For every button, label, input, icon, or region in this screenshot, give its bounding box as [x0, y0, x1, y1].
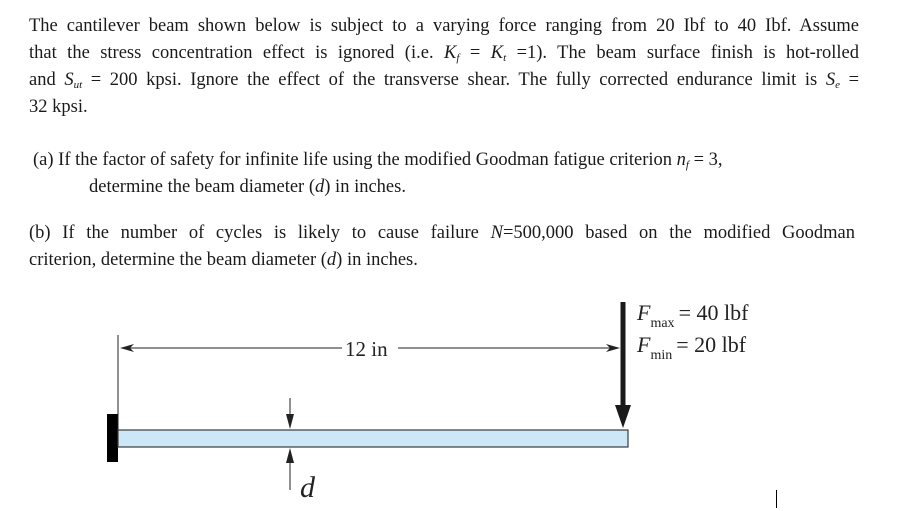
text: = 200 kpsi. Ignore the effect of the tra…	[82, 70, 826, 90]
text: =1). The beam surface finish is hot-roll…	[506, 43, 859, 63]
kf-subscript: f	[456, 52, 460, 64]
intro-line-2: that the stress concentration effect is …	[29, 40, 859, 67]
part-b-line-2: criterion, determine the beam diameter (…	[29, 247, 855, 274]
diameter-arrow-up-icon	[286, 448, 294, 463]
text: and	[29, 70, 65, 90]
length-label: 12 in	[345, 337, 388, 361]
force-arrowhead-icon	[615, 405, 631, 428]
sut-subscript: ut	[73, 79, 83, 91]
d-symbol: d	[326, 250, 337, 270]
text: ) in inches.	[324, 177, 406, 197]
intro-line-3: and Sut = 200 kpsi. Ignore the effect of…	[29, 67, 859, 94]
problem-statement: The cantilever beam shown below is subje…	[29, 13, 859, 121]
fmax-symbol: F	[636, 300, 651, 325]
text: =	[459, 43, 491, 63]
fmin-subscript: min	[650, 348, 672, 363]
fmax-label: Fmax = 40 lbf	[636, 300, 749, 331]
part-b: (b) If the number of cycles is likely to…	[29, 220, 855, 274]
arrowhead-left-icon	[120, 344, 134, 352]
text: that the stress concentration effect is …	[29, 43, 445, 63]
text: =500,000 based on the modified Goodman	[502, 223, 855, 243]
n-symbol: N	[490, 223, 503, 243]
text: ) in inches.	[336, 250, 418, 270]
part-b-line-1: (b) If the number of cycles is likely to…	[29, 220, 855, 247]
sut-symbol: S	[64, 70, 74, 90]
text: (a) If the factor of safety for infinite…	[33, 150, 677, 170]
text: criterion, determine the beam diameter (	[29, 250, 327, 270]
fmin-symbol: F	[636, 332, 651, 357]
text: = 3,	[688, 150, 723, 170]
kf-symbol: K	[444, 43, 457, 63]
text: =	[839, 70, 860, 90]
diameter-label: d	[300, 471, 316, 504]
fmin-label: Fmin = 20 lbf	[636, 332, 747, 363]
arrowhead-right-icon	[606, 344, 620, 352]
fmax-subscript: max	[650, 316, 674, 331]
d-symbol: d	[315, 177, 325, 197]
fmax-value: = 40 lbf	[679, 300, 750, 325]
beam	[117, 429, 629, 448]
kt-subscript: t	[503, 52, 507, 64]
text-cursor	[776, 490, 777, 508]
intro-line-1: The cantilever beam shown below is subje…	[29, 16, 859, 36]
part-a-line-2: determine the beam diameter (d) in inche…	[33, 174, 793, 201]
part-a: (a) If the factor of safety for infinite…	[33, 147, 793, 201]
text: (b) If the number of cycles is likely to…	[29, 223, 491, 243]
se-subscript: e	[835, 79, 840, 91]
nf-subscript: f	[685, 159, 689, 171]
text: determine the beam diameter (	[89, 177, 316, 197]
diameter-arrow-down-icon	[286, 414, 294, 429]
fmin-value: = 20 lbf	[676, 332, 747, 357]
fixed-wall	[107, 414, 118, 462]
kt-symbol: K	[490, 43, 504, 63]
intro-line-4: 32 kpsi.	[29, 97, 88, 117]
se-symbol: S	[825, 70, 836, 90]
part-a-line-1: (a) If the factor of safety for infinite…	[33, 150, 723, 171]
nf-symbol: n	[676, 150, 686, 170]
